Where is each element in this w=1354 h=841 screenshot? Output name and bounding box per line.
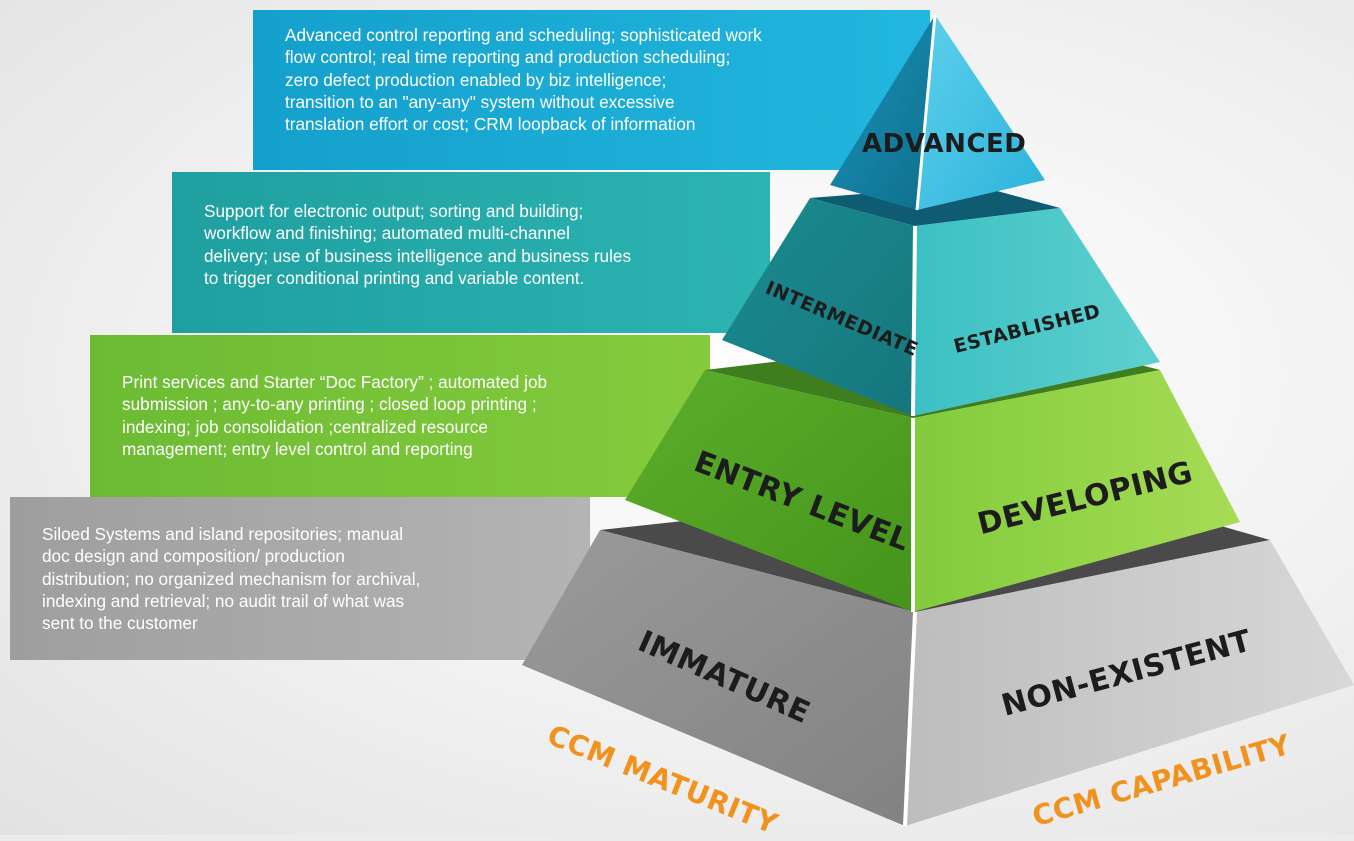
entry-level-description: Print services and Starter “Doc Factory”…	[122, 372, 548, 459]
intermediate-description-panel: Support for electronic output; sorting a…	[172, 172, 770, 333]
tier-right-intermediate	[913, 208, 1160, 416]
label-advanced: ADVANCED	[862, 129, 1027, 159]
tier-left-intermediate	[722, 198, 915, 416]
tier-right-advanced	[917, 15, 1045, 210]
tier-right-entry	[913, 370, 1240, 612]
tier-left-advanced	[830, 15, 935, 210]
intermediate-description: Support for electronic output; sorting a…	[204, 201, 632, 288]
tier-left-entry	[625, 370, 913, 612]
advanced-description: Advanced control reporting and schedulin…	[285, 25, 762, 135]
advanced-description-panel: Advanced control reporting and schedulin…	[253, 10, 930, 170]
immature-description-panel: Siloed Systems and island repositories; …	[10, 497, 590, 660]
edge-advanced	[915, 14, 937, 211]
edge-intermediate	[911, 225, 917, 417]
tier-right-immature	[905, 540, 1354, 826]
edge-immature	[903, 611, 917, 827]
immature-description: Siloed Systems and island repositories; …	[42, 524, 421, 634]
entry-level-description-panel: Print services and Starter “Doc Factory”…	[90, 335, 710, 497]
tier-left-immature	[522, 530, 915, 826]
